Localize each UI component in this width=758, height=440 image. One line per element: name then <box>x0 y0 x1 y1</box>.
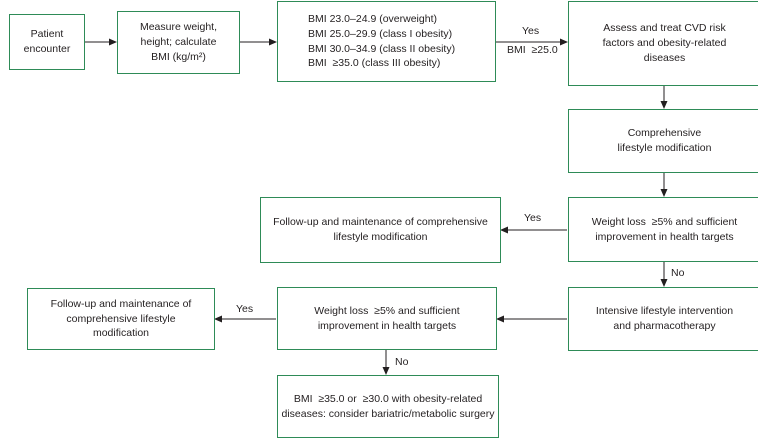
box-text-line: modification <box>92 327 149 340</box>
box-text-line: Measure weight, <box>139 21 218 34</box>
yes-label-followup-2: Yes <box>236 303 254 315</box>
yes-label-assess: Yes <box>522 25 540 37</box>
patient-encounter-box: Patient encounter <box>9 14 85 70</box>
box-text-line: Patient <box>30 28 64 41</box>
bmi-categories-box: BMI 23.0–24.9 (overweight)BMI 25.0–29.9 … <box>277 1 496 82</box>
box-text-line: height; calculate <box>140 36 217 49</box>
box-text-line: encounter <box>23 43 71 55</box>
weight-loss-check-2-box: Weight loss ≥5% and sufficient improvemen… <box>277 287 497 350</box>
box-text-line: diseases: consider bariatric/metabolic s… <box>281 407 495 420</box>
bmi-threshold-label: BMI ≥25.0 <box>507 44 558 56</box>
box-text-line: BMI ≥35.0 or ≥30.0 with obesity-related <box>293 392 483 405</box>
box-text-line: BMI 30.0–34.9 (class II obesity) <box>308 42 456 55</box>
box-text-line: lifestyle modification <box>333 231 428 243</box>
box-text-line: Assess and treat CVD risk <box>603 22 726 35</box>
box-text-line: BMI (kg/m²) <box>151 50 206 63</box>
intensive-intervention-box: Intensive lifestyle intervention and phar… <box>568 287 758 351</box>
no-label-intensive: No <box>671 267 685 279</box>
weight-loss-check-1-box: Weight loss ≥5% and sufficient improvemen… <box>568 197 758 262</box>
box-text-line: Weight loss ≥5% and sufficient <box>591 215 738 228</box>
box-text-line: improvement in health targets <box>595 230 734 243</box>
box-text-line: Follow-up and maintenance of <box>50 297 192 310</box>
box-text-line: comprehensive lifestyle <box>66 312 176 325</box>
box-text-line: lifestyle modification <box>617 142 712 154</box>
box-text-line: BMI ≥35.0 (class III obesity) <box>308 57 441 70</box>
no-label-surgery: No <box>395 356 409 368</box>
followup-maintenance-1-box: Follow-up and maintenance of comprehensi… <box>260 197 501 263</box>
assess-cvd-risk-box: Assess and treat CVD risk factors and obe… <box>568 1 758 86</box>
box-text-line: Intensive lifestyle intervention <box>595 305 734 318</box>
box-text-line: Follow-up and maintenance of comprehensi… <box>273 216 488 229</box>
box-text-line: Comprehensive <box>627 127 702 140</box>
followup-maintenance-2-box: Follow-up and maintenance of comprehensiv… <box>27 288 215 350</box>
box-text-line: improvement in health targets <box>317 319 457 332</box>
box-text-line: and pharmacotherapy <box>613 320 716 332</box>
box-text-line: BMI 25.0–29.9 (class I obesity) <box>308 27 453 40</box>
bariatric-surgery-box: BMI ≥35.0 or ≥30.0 with obesity-related d… <box>277 375 499 438</box>
box-text-line: factors and obesity-related <box>602 37 727 50</box>
box-text-line: Weight loss ≥5% and sufficient <box>314 304 460 317</box>
yes-label-followup-1: Yes <box>524 212 542 224</box>
comprehensive-lifestyle-box: Comprehensive lifestyle modification <box>568 109 758 173</box>
box-text-line: BMI 23.0–24.9 (overweight) <box>308 13 437 26</box>
box-text-line: diseases <box>643 51 686 64</box>
